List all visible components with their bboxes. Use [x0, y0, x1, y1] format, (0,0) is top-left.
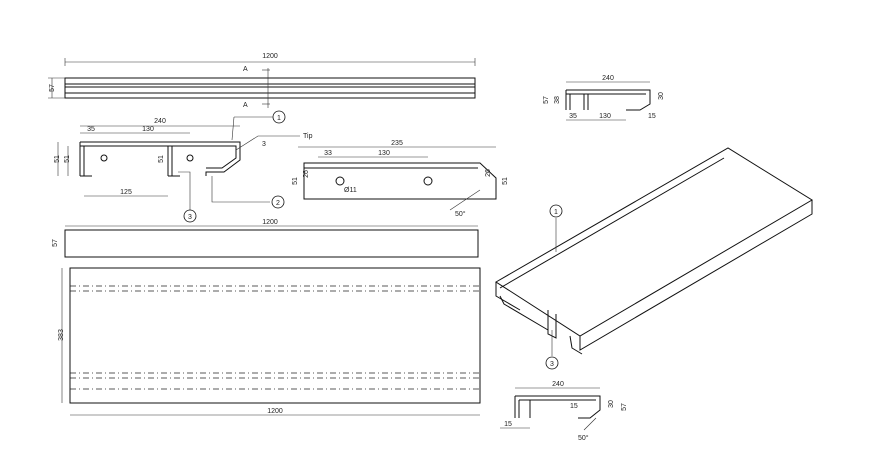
small-30-label: 30 [658, 92, 665, 100]
small-35-label: 35 [569, 113, 577, 120]
section-130-label: 130 [142, 126, 154, 133]
callout-1-iso: 1 [549, 204, 563, 218]
bottom-57-label: 57 [621, 403, 628, 411]
plan-width-label: 383 [58, 329, 65, 341]
callout-1-section: 1 [231, 110, 286, 141]
callout-3-label: 3 [188, 214, 192, 221]
bottom-240-label: 240 [552, 381, 564, 388]
detail-51-left-label: 51 [292, 177, 299, 185]
section-height-inner-label: 51 [64, 155, 71, 163]
detail-33-label: 33 [324, 150, 332, 157]
isometric-view [495, 147, 813, 356]
callout-1-label: 1 [277, 115, 281, 122]
bottom-15a-label: 15 [504, 421, 512, 428]
small-section-top: 240 35 130 15 57 38 30 [543, 75, 665, 121]
callout-3-iso: 3 [545, 356, 559, 370]
section-height-mid-label: 51 [158, 155, 165, 163]
hole-label: Ø11 [344, 187, 357, 194]
middle-bar-height-label: 57 [52, 239, 59, 247]
section-125-label: 125 [120, 189, 132, 196]
top-view: 1200 A A 57 [48, 53, 476, 109]
detail-26-right-label: 26 [485, 169, 492, 177]
detail-130-label: 130 [378, 150, 390, 157]
small-38-label: 38 [554, 96, 561, 104]
small-57-label: 57 [543, 96, 550, 104]
section-35-label: 35 [87, 126, 95, 133]
detail-51-right-label: 51 [502, 177, 509, 185]
middle-bar: 1200 57 [52, 219, 479, 258]
callout-2-label: 2 [276, 200, 280, 207]
small-240-label: 240 [602, 75, 614, 82]
section-height-outer-label: 51 [54, 155, 61, 163]
small-15-label: 15 [648, 113, 656, 120]
plan-length-label: 1200 [267, 408, 283, 415]
section-width-label: 240 [154, 118, 166, 125]
bottom-15b-label: 15 [570, 403, 578, 410]
callout-1-iso-label: 1 [554, 209, 558, 216]
middle-bar-length-label: 1200 [262, 219, 278, 226]
side-detail: 235 33 130 Ø11 51 26 26 51 50° [292, 140, 509, 218]
plan-view: 383 1200 [58, 267, 481, 416]
callout-2-section: 2 [271, 195, 285, 209]
section-3-label: 3 [262, 141, 266, 148]
detail-angle-label: 50° [455, 210, 466, 218]
section-a-bottom-label: A [243, 102, 248, 109]
top-view-height-label: 57 [49, 84, 56, 92]
top-view-length-label: 1200 [262, 53, 278, 60]
section-left: 240 35 130 51 51 51 125 3 Tip [54, 118, 313, 214]
section-a-top-label: A [243, 66, 248, 73]
callout-3-section: 3 [183, 209, 197, 223]
detail-235-label: 235 [391, 140, 403, 147]
small-130-label: 130 [599, 113, 611, 120]
small-section-bottom: 240 15 15 30 57 50° [500, 381, 628, 442]
bottom-angle-label: 50° [578, 434, 589, 442]
tip-label: Tip [303, 133, 313, 140]
callout-3-iso-label: 3 [550, 361, 554, 368]
detail-26-left-label: 26 [303, 170, 310, 178]
bottom-30-label: 30 [608, 400, 615, 408]
